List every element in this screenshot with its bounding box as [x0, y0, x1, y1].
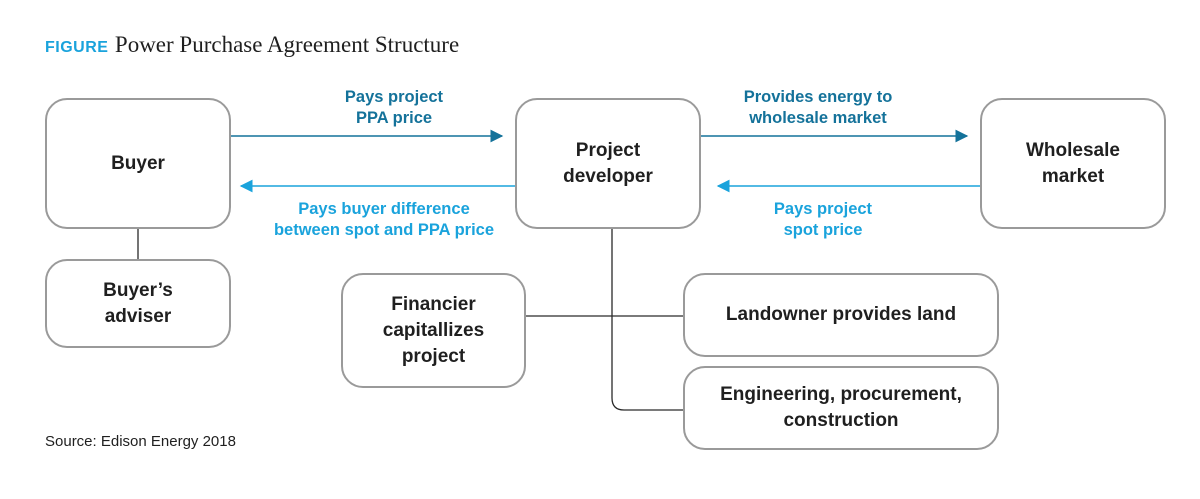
label-market-pays-spot-line2: spot price — [783, 221, 863, 239]
label-developer-pays-difference: Pays buyer difference between spot and P… — [244, 199, 524, 241]
buyer-node: Buyer — [45, 98, 231, 229]
figure-heading: FIGURE Power Purchase Agreement Structur… — [45, 32, 459, 58]
label-buyer-pays-ppa-line2: PPA price — [355, 109, 433, 127]
label-market-pays-spot-line1: Pays project — [773, 200, 873, 218]
label-buyer-pays-ppa: Pays project PPA price — [294, 87, 494, 129]
label-buyer-pays-ppa-line1: Pays project — [344, 88, 444, 106]
label-provides-energy-line2: wholesale market — [749, 109, 887, 127]
figure-title: Power Purchase Agreement Structure — [114, 32, 460, 57]
buyer-adviser-label: Buyer’s adviser — [103, 279, 173, 327]
label-provides-energy: Provides energy to wholesale market — [718, 87, 918, 129]
landowner-label: Landowner provides land — [725, 304, 957, 325]
label-provides-energy-line1: Provides energy to — [743, 88, 893, 106]
epc-node: Engineering, procurement, construction — [683, 366, 999, 450]
buyer-adviser-node: Buyer’s adviser — [45, 259, 231, 348]
wholesale-market-label: Wholesale market — [1026, 139, 1120, 187]
landowner-node: Landowner provides land — [683, 273, 999, 357]
project-developer-node: Project developer — [515, 98, 701, 229]
figure-tag: FIGURE — [45, 39, 109, 56]
financier-node: Financier capitallizes project — [341, 273, 526, 388]
project-developer-label: Project developer — [563, 139, 653, 187]
buyer-label: Buyer — [111, 152, 165, 174]
epc-label: Engineering, procurement, construction — [720, 384, 962, 431]
source-note: Source: Edison Energy 2018 — [45, 433, 236, 450]
label-developer-pays-difference-line2: between spot and PPA price — [273, 221, 495, 239]
financier-label: Financier capitallizes project — [382, 293, 485, 367]
connector-developer-epc — [611, 228, 684, 411]
wholesale-market-node: Wholesale market — [980, 98, 1166, 229]
label-developer-pays-difference-line1: Pays buyer difference — [298, 200, 470, 218]
label-market-pays-spot: Pays project spot price — [723, 199, 923, 241]
